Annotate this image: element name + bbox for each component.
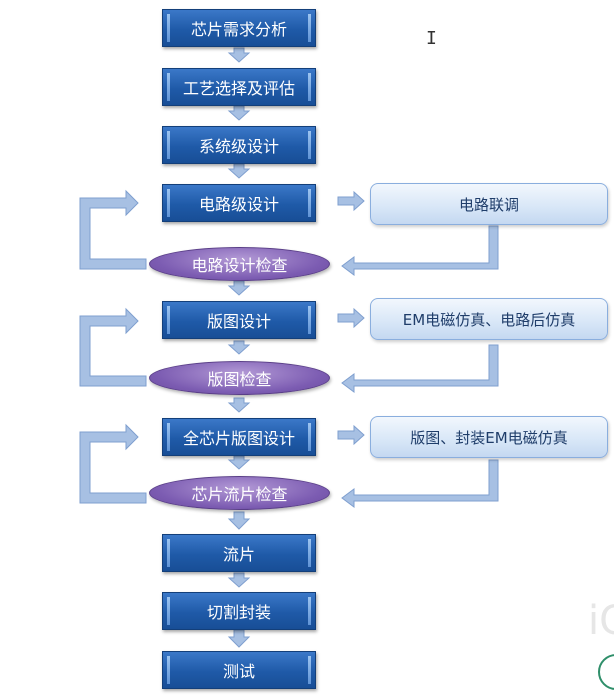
step-system-design: 系统级设计 <box>162 126 316 164</box>
step-testing: 测试 <box>162 651 316 689</box>
down-arrow <box>227 105 251 121</box>
step-full-chip-layout: 全芯片版图设计 <box>162 418 316 456</box>
down-arrow <box>227 47 251 63</box>
step-layout-design: 版图设计 <box>162 301 316 339</box>
down-arrow <box>227 572 251 588</box>
return-arrow <box>341 344 499 393</box>
right-arrow <box>337 424 365 446</box>
watermark-logo: iC <box>588 598 614 644</box>
side-em-postsim: EM电磁仿真、电路后仿真 <box>370 298 608 340</box>
down-arrow <box>227 280 251 296</box>
text-cursor-icon: I <box>426 28 437 49</box>
down-arrow <box>227 511 251 530</box>
return-arrow <box>341 459 499 508</box>
right-arrow <box>337 307 365 329</box>
loop-back-arrow <box>79 189 147 270</box>
down-arrow <box>227 455 251 470</box>
side-circuit-cosim: 电路联调 <box>370 183 608 225</box>
step-dicing-packaging: 切割封装 <box>162 592 316 630</box>
check-layout: 版图检查 <box>149 361 330 395</box>
right-arrow <box>337 190 365 212</box>
side-package-em-sim: 版图、封装EM电磁仿真 <box>370 416 608 458</box>
loop-back-arrow <box>79 423 147 504</box>
step-process-selection: 工艺选择及评估 <box>162 68 316 106</box>
down-arrow <box>227 163 251 179</box>
down-arrow <box>227 629 251 648</box>
step-circuit-design: 电路级设计 <box>162 184 316 222</box>
step-tapeout: 流片 <box>162 534 316 572</box>
down-arrow <box>227 340 251 355</box>
step-chip-requirement-analysis: 芯片需求分析 <box>162 9 316 47</box>
check-tapeout: 芯片流片检查 <box>149 476 330 510</box>
return-arrow <box>341 225 499 276</box>
loop-back-arrow <box>79 307 147 387</box>
down-arrow <box>227 397 251 413</box>
check-circuit-design: 电路设计检查 <box>149 247 330 281</box>
